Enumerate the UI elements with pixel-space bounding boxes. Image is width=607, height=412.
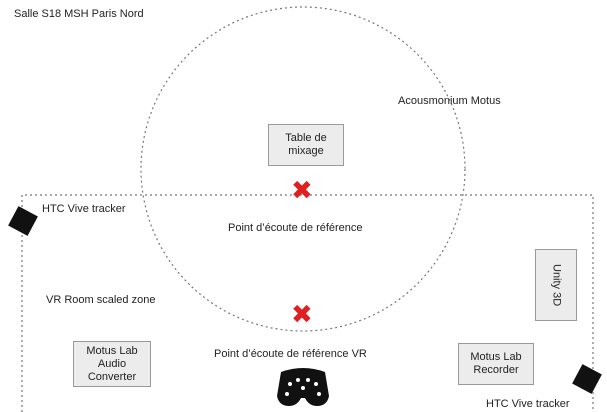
- vr-reference-marker-icon: ✖: [291, 300, 313, 330]
- recorder-box: Motus Lab Recorder: [458, 343, 534, 385]
- vr-reference-point-label: Point d’écoute de référence VR: [214, 348, 367, 360]
- reference-point-label: Point d’écoute de référence: [228, 222, 363, 234]
- vr-headset-icon: [277, 368, 329, 406]
- room-title: Salle S18 MSH Paris Nord: [14, 8, 144, 20]
- vr-zone-boundary: [21, 194, 594, 412]
- unity-box: Unity 3D: [535, 249, 577, 321]
- tracker-left-label: HTC Vive tracker: [42, 203, 126, 215]
- acousmonium-circle: [140, 6, 466, 332]
- mixing-table-box: Table de mixage: [268, 124, 344, 166]
- reference-marker-icon: ✖: [291, 176, 313, 206]
- acousmonium-label: Acousmonium Motus: [398, 95, 501, 107]
- tracker-right-label: HTC Vive tracker: [486, 398, 570, 410]
- audio-converter-box: Motus Lab Audio Converter: [73, 341, 151, 387]
- vr-zone-label: VR Room scaled zone: [46, 294, 156, 306]
